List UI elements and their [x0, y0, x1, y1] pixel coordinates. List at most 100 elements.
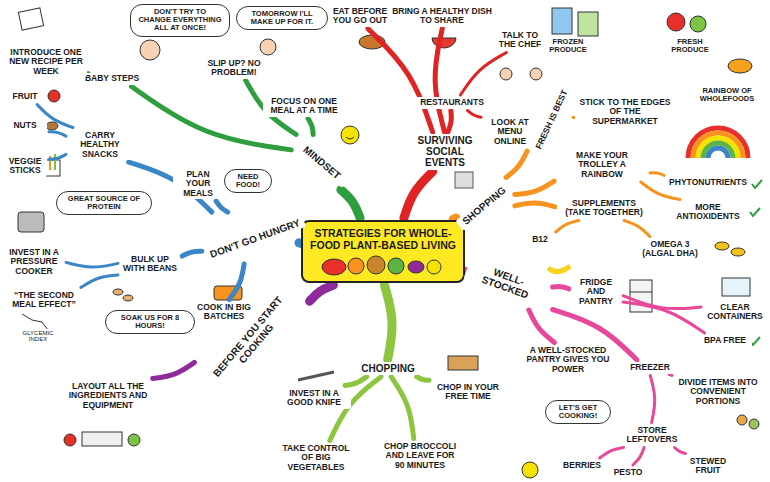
chef-head — [500, 68, 512, 80]
topic-label: CHOP BROCCOLI AND LEAVE FOR 90 MINUTES — [379, 441, 461, 472]
topic-label: VEGGIE STICKS — [3, 156, 47, 177]
branch-line — [624, 221, 650, 237]
recipe-paper — [18, 8, 43, 30]
topic-label: INVEST IN A PRESSURE COOKER — [4, 247, 64, 278]
topic-label: “THE SECOND MEAL EFFECT” — [4, 290, 84, 311]
smiley-face — [341, 126, 359, 144]
topic-text: FREEZER — [625, 363, 675, 373]
baby-head — [140, 40, 160, 60]
topic-text: CHOPPING — [358, 363, 418, 374]
branch-line — [468, 111, 481, 118]
branch-line — [650, 376, 654, 423]
branch-label: MINDSET — [293, 136, 351, 187]
topic-label: FREEZER — [623, 362, 677, 374]
squash — [367, 256, 385, 274]
topic-label: TALK TO THE CHEF — [496, 30, 544, 51]
topic-text: SURVIVING SOCIAL EVENTS — [405, 135, 485, 169]
topic-text: BPA FREE — [700, 336, 750, 346]
knife — [298, 372, 334, 380]
diner-head — [530, 68, 542, 80]
rainbow — [688, 128, 748, 158]
speech-bubble: GREAT SOURCE OF PROTEIN — [56, 191, 152, 216]
picture-label: FRESH PRODUCE — [663, 37, 717, 56]
branch-line — [66, 262, 118, 267]
branch-line — [330, 377, 381, 441]
rainbow-band — [703, 143, 733, 158]
topic-label: NUTS — [3, 120, 47, 132]
speech-bubble: DON'T TRY TO CHANGE EVERYTHING ALL AT ON… — [130, 4, 230, 37]
topic-text: NUTS — [5, 121, 45, 131]
topic-text: TALK TO THE CHEF — [498, 31, 542, 50]
topic-text: PESTO — [608, 468, 648, 478]
branch-line — [310, 285, 334, 301]
frozen-bag — [552, 8, 572, 34]
topic-label: STORE LEFTOVERS — [624, 425, 680, 446]
topic-text: EAT BEFORE YOU GO OUT — [323, 7, 397, 26]
pumpkin — [348, 258, 364, 274]
branch-label: DON'T GO HUNGRY — [204, 214, 306, 262]
topic-label: BRING A HEALTHY DISH TO SHARE — [390, 6, 494, 27]
topic-text: STICK TO THE EDGES OF THE SUPERMARKET — [577, 98, 673, 127]
topic-label: SLIP UP? NO PROBLEM! — [197, 58, 271, 79]
topic-text: LAYOUT ALL THE INGREDIENTS AND EQUIPMENT — [58, 382, 158, 411]
shopping-bag — [455, 172, 473, 188]
topic-label: TAKE CONTROL OF BIG VEGETABLES — [276, 443, 356, 474]
veggie-sticks-box — [46, 160, 60, 176]
branch-line — [650, 173, 664, 176]
bean — [123, 295, 133, 301]
topic-text: COOK IN BIG BATCHES — [196, 303, 252, 322]
branch-line — [308, 119, 313, 135]
rainbow-band — [688, 128, 748, 158]
picture-label: GLYCEMIC INDEX — [16, 329, 60, 344]
topic-text: OMEGA 3 (ALGAL DHA) — [640, 240, 700, 259]
branch-line — [633, 448, 644, 465]
smiley-mouth — [346, 137, 354, 139]
topic-label: LAYOUT ALL THE INGREDIENTS AND EQUIPMENT — [56, 381, 160, 412]
rainbow-band — [708, 148, 728, 158]
topic-label: FRIDGE AND PANTRY — [571, 277, 621, 308]
picture-label: RAINBOW OF WHOLEFOODS — [695, 86, 759, 105]
branch-line — [675, 448, 686, 454]
topic-text: PLAN YOUR MEALS — [175, 170, 221, 199]
speech-bubble: SOAK US FOR 8 HOURS! — [105, 310, 195, 335]
speech-bubble: NEED FOOD! — [224, 169, 272, 194]
topic-text: CHOP BROCCOLI AND LEAVE FOR 90 MINUTES — [381, 442, 459, 471]
branch-label: SURVIVING SOCIAL EVENTS — [403, 134, 487, 170]
topic-text: STRATEGIES FOR WHOLE-FOOD PLANT-BASED LI… — [308, 227, 458, 251]
topic-label: BPA FREE — [698, 335, 752, 347]
speech-bubble: LET'S GET COOKING! — [545, 400, 611, 425]
topic-text: SLIP UP? NO PROBLEM! — [199, 59, 269, 78]
topic-text: RESTAURANTS — [412, 98, 492, 108]
topic-label: BERRIES — [558, 460, 606, 472]
broccoli — [388, 258, 404, 274]
branch-line — [417, 377, 429, 381]
topic-text: FRIDGE AND PANTRY — [573, 278, 619, 307]
topic-text: TAKE CONTROL OF BIG VEGETABLES — [278, 444, 354, 473]
topic-text: STEWED FRUIT — [685, 457, 731, 476]
branch-label: BEFORE YOU START COOKING — [196, 277, 307, 403]
topic-label: OMEGA 3 (ALGAL DHA) — [638, 239, 702, 260]
topic-text: SUPPLEMENTS (TAKE TOGETHER) — [559, 199, 649, 218]
smiley-sun — [522, 462, 538, 478]
topic-text: CHOP IN YOUR FREE TIME — [433, 383, 503, 402]
topic-text: CARRY HEALTHY SNACKS — [70, 131, 130, 160]
omega-capsule — [731, 248, 745, 256]
branch-line — [216, 201, 228, 212]
branch-line — [448, 111, 452, 132]
topic-text: FRUIT — [5, 92, 45, 102]
branch-line — [345, 377, 367, 386]
topic-label: MAKE YOUR TROLLEY A RAINBOW — [556, 150, 648, 181]
topic-text: INVEST IN A GOOD KNIFE — [279, 389, 349, 408]
topic-text: INVEST IN A PRESSURE COOKER — [6, 248, 62, 277]
bananas — [548, 266, 570, 272]
branch-line — [623, 302, 705, 333]
branch-line — [384, 285, 392, 359]
topic-label: DIVIDE ITEMS INTO CONVENIENT PORTIONS — [671, 377, 765, 408]
topic-label: BULK UP WITH BEANS — [120, 254, 180, 275]
topic-text: FRESH IS BEST — [531, 81, 573, 158]
omega-capsule — [715, 242, 729, 250]
fresh-tomato — [667, 13, 685, 31]
fruit-icon — [48, 90, 60, 102]
rainbow-band — [698, 138, 738, 158]
